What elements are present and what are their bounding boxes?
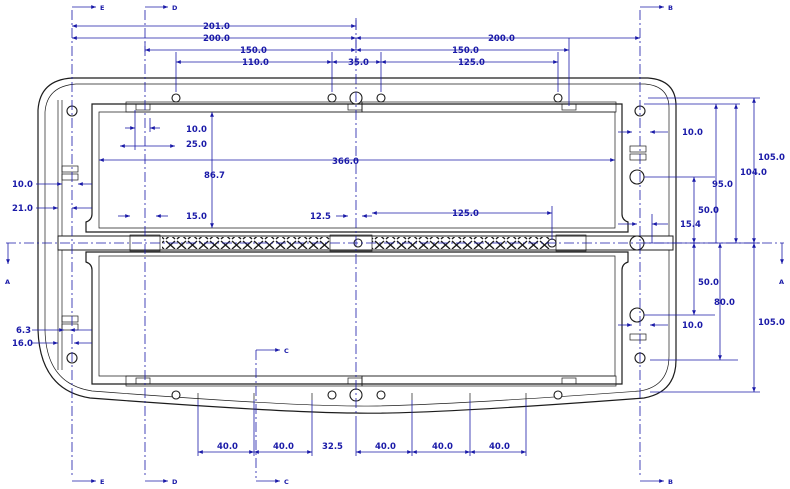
dim-200-left: 200.0 [203, 34, 230, 44]
dim-125-mid: 125.0 [452, 209, 479, 219]
dim-6-3: 6.3 [16, 326, 31, 336]
lower-compartment [85, 251, 629, 387]
dim-bottom-40-5: 40.0 [489, 442, 510, 452]
dim-50-lower: 50.0 [698, 278, 719, 288]
bottom-dimensions [197, 400, 527, 456]
section-label-d-bottom: D [172, 478, 178, 486]
dim-10-br: 10.0 [682, 321, 703, 331]
hole-icon [553, 390, 563, 400]
dim-10-tr: 10.0 [682, 128, 703, 138]
center-lines [6, 10, 784, 478]
dim-10-tl: 10.0 [186, 125, 207, 135]
dim-201: 201.0 [203, 22, 230, 32]
section-label-d-top: D [172, 4, 178, 12]
dim-bottom-40-1: 40.0 [217, 442, 238, 452]
dim-80: 80.0 [714, 298, 735, 308]
dim-bottom-40-4: 40.0 [432, 442, 453, 452]
section-label-e-bottom: E [100, 478, 104, 486]
dim-366: 366.0 [332, 157, 359, 167]
interior-dimensions [99, 110, 615, 240]
dim-16: 16.0 [12, 339, 33, 349]
bottom-ticks [197, 393, 527, 400]
hole-icon [376, 93, 386, 103]
section-label-b-bottom: B [668, 478, 673, 486]
dim-125-top: 125.0 [458, 58, 485, 68]
section-label-b-top: B [668, 4, 673, 12]
section-label-e-top: E [100, 4, 104, 12]
upper-compartment [85, 101, 629, 233]
dim-bottom-32-5: 32.5 [322, 442, 343, 452]
hole-icon [327, 93, 337, 103]
dim-105-top: 105.0 [758, 153, 785, 163]
dim-86-7: 86.7 [204, 171, 225, 181]
section-label-a-right: A [779, 278, 784, 286]
dim-150-right: 150.0 [452, 46, 479, 56]
hole-icon [629, 307, 645, 323]
hole-icon [171, 390, 181, 400]
dim-bottom-40-2: 40.0 [273, 442, 294, 452]
dim-12-5: 12.5 [310, 212, 331, 222]
dim-95: 95.0 [712, 180, 733, 190]
hole-icon [171, 93, 181, 103]
left-dimensions [32, 182, 92, 345]
dim-150-left: 150.0 [240, 46, 267, 56]
section-label-c-bottom: C [284, 478, 289, 486]
dim-21: 21.0 [12, 204, 33, 214]
dim-25: 25.0 [186, 140, 207, 150]
top-dimensions [72, 18, 640, 106]
dim-110: 110.0 [242, 58, 269, 68]
dim-35: 35.0 [348, 58, 369, 68]
dim-15-4: 15.4 [680, 220, 701, 230]
hole-icon [327, 390, 337, 400]
hole-icon [553, 93, 563, 103]
dim-bottom-40-3: 40.0 [375, 442, 396, 452]
section-label-a-left: A [5, 278, 10, 286]
right-dimensions [618, 97, 760, 393]
hole-icon [376, 390, 386, 400]
dim-10-left: 10.0 [12, 180, 33, 190]
dim-200-right: 200.0 [488, 34, 515, 44]
dim-104: 104.0 [740, 168, 767, 178]
hole-icon [629, 169, 645, 185]
section-markers [6, 5, 784, 483]
dim-15: 15.0 [186, 212, 207, 222]
dim-50-upper: 50.0 [698, 206, 719, 216]
dim-105-bottom: 105.0 [758, 318, 785, 328]
section-label-c-inner: C [284, 347, 289, 355]
